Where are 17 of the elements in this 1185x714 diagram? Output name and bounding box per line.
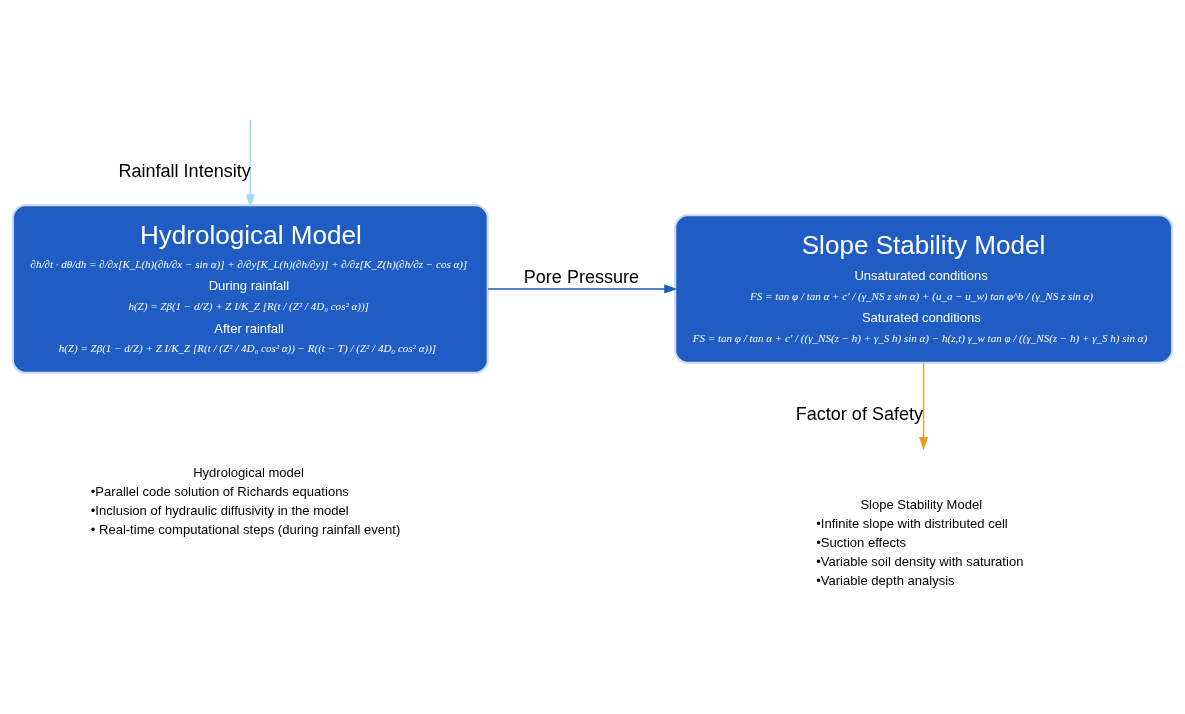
node-label: •Variable depth analysis: [816, 572, 955, 588]
node-label: Slope Stability Model: [860, 496, 983, 512]
node-box: Slope Stability Model Unsaturated conditions FS = tan φ / tan α + c' / (γ_NS z sin α) + (u_a − u_w) tan φ^b / (γ_NS z sin α) Saturated conditions FS = tan φ / tan α + c' / ((γ_NS(z − h) + γ_S h) sin α) − h(z,t) γ_w tan φ / ((γ_NS(z − h) + γ_S h) sin α): [674, 213, 1173, 364]
arrow: [487, 283, 678, 294]
node-label: •Parallel code solution of Richards equations: [90, 483, 349, 499]
node-label: •Suction effects: [816, 534, 907, 550]
arrow: [919, 361, 929, 450]
edge-label: Factor of Safety: [795, 403, 924, 424]
node-label: •Infinite slope with distributed cell: [816, 515, 1008, 531]
edge-label: Pore Pressure: [523, 266, 640, 287]
node-label: • Real-time computational steps (during rainfall event): [90, 521, 401, 537]
edge-label: Rainfall Intensity: [118, 160, 251, 181]
node-label: •Inclusion of hydraulic diffusivity in the model: [90, 502, 349, 518]
node-label: •Variable soil density with saturation: [816, 553, 1024, 569]
node-label: Hydrological model: [193, 464, 304, 480]
arrow: [245, 118, 255, 207]
node-box: Hydrological Model ∂h/∂t · dθ/dh = ∂/∂x[K_L(h)(∂h/∂x − sin α)] + ∂/∂y[K_L(h)(∂h/∂y)] + ∂/∂z[K_Z(h)(∂h/∂z − cos α)] During rainfall h(Z) = Zβ(1 − d/Z) + Z I/K_Z [R(t / (Z² / 4D₀ cos² α))] After rainfall h(Z) = Zβ(1 − d/Z) + Z I/K_Z [R(t / (Z² / 4D₀ cos² α)) − R((t − T) / (Z² / 4D₀ cos² α))]: [12, 203, 489, 374]
